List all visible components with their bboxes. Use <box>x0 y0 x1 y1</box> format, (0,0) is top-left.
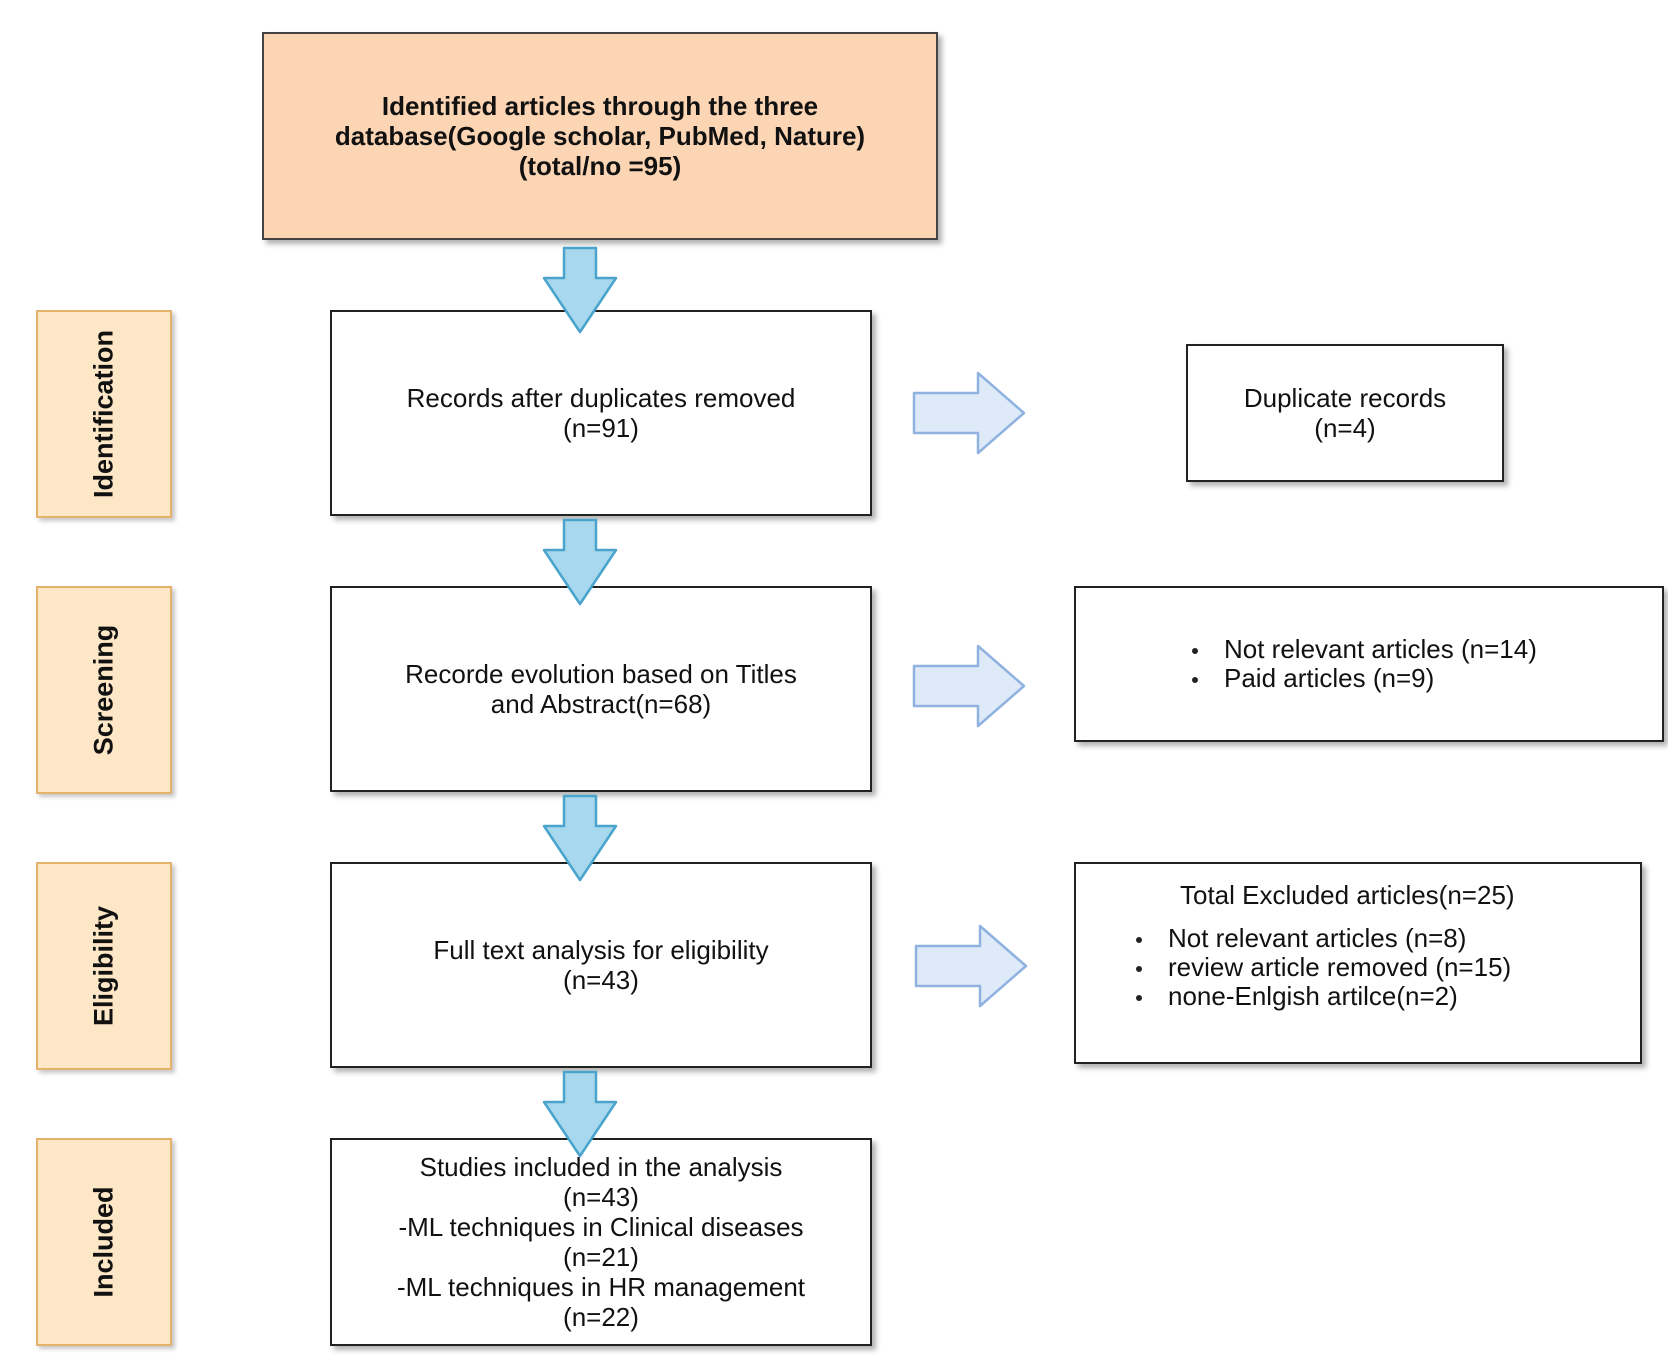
stage-screening-label: Screening <box>88 624 119 756</box>
stage-identification: Identification <box>36 310 172 518</box>
stage-screening: Screening <box>36 586 172 794</box>
eligibility-exclusions-box: Total Excluded articles(n=25) Not releva… <box>1074 862 1642 1064</box>
full-text-analysis-box: Full text analysis for eligibility (n=43… <box>330 862 872 1068</box>
screening-exclusions-list: Not relevant articles (n=14) Paid articl… <box>1184 635 1537 693</box>
down-arrow-icon <box>542 246 618 334</box>
down-arrow-icon <box>542 518 618 606</box>
stage-eligibility: Eligibility <box>36 862 172 1070</box>
list-item: Paid articles (n=9) <box>1184 664 1537 693</box>
list-item: none-Enlgish artilce(n=2) <box>1128 982 1511 1011</box>
list-item: Not relevant articles (n=8) <box>1128 924 1511 953</box>
down-arrow-icon <box>542 1070 618 1158</box>
hr-management-count: (n=22) <box>563 1302 639 1332</box>
source-line-2: database(Google scholar, PubMed, Nature) <box>334 121 866 151</box>
source-line-1: Identified articles through the three <box>381 91 819 121</box>
source-box: Identified articles through the three da… <box>262 32 938 240</box>
duplicate-records-box: Duplicate records (n=4) <box>1186 344 1504 482</box>
studies-included-text: Studies included in the analysis <box>419 1152 783 1182</box>
full-text-analysis-count: (n=43) <box>563 965 639 995</box>
studies-included-box: Studies included in the analysis (n=43) … <box>330 1138 872 1346</box>
total-excluded-title: Total Excluded articles(n=25) <box>1180 880 1515 910</box>
records-after-duplicates-count: (n=91) <box>563 413 639 443</box>
right-arrow-icon <box>912 644 1026 728</box>
screening-text: Recorde evolution based on Titles <box>405 659 797 689</box>
duplicate-records-count: (n=4) <box>1314 413 1376 443</box>
stage-included: Included <box>36 1138 172 1346</box>
records-after-duplicates-box: Records after duplicates removed (n=91) <box>330 310 872 516</box>
records-after-duplicates-text: Records after duplicates removed <box>406 383 796 413</box>
screening-box: Recorde evolution based on Titles and Ab… <box>330 586 872 792</box>
eligibility-exclusions-list: Not relevant articles (n=8) review artic… <box>1128 924 1511 1011</box>
list-item: Not relevant articles (n=14) <box>1184 635 1537 664</box>
down-arrow-icon <box>542 794 618 882</box>
source-line-3: (total/no =95) <box>518 151 682 181</box>
screening-exclusions-box: Not relevant articles (n=14) Paid articl… <box>1074 586 1664 742</box>
screening-count: and Abstract(n=68) <box>490 689 712 719</box>
right-arrow-icon <box>914 924 1028 1008</box>
stage-eligibility-label: Eligibility <box>88 905 119 1027</box>
duplicate-records-text: Duplicate records <box>1243 383 1447 413</box>
studies-included-count: (n=43) <box>563 1182 639 1212</box>
stage-identification-label: Identification <box>88 330 119 498</box>
clinical-diseases-text: -ML techniques in Clinical diseases <box>398 1212 804 1242</box>
stage-included-label: Included <box>88 1186 119 1298</box>
right-arrow-icon <box>912 371 1026 455</box>
clinical-diseases-count: (n=21) <box>563 1242 639 1272</box>
hr-management-text: -ML techniques in HR management <box>396 1272 805 1302</box>
list-item: review article removed (n=15) <box>1128 953 1511 982</box>
full-text-analysis-text: Full text analysis for eligibility <box>433 935 769 965</box>
